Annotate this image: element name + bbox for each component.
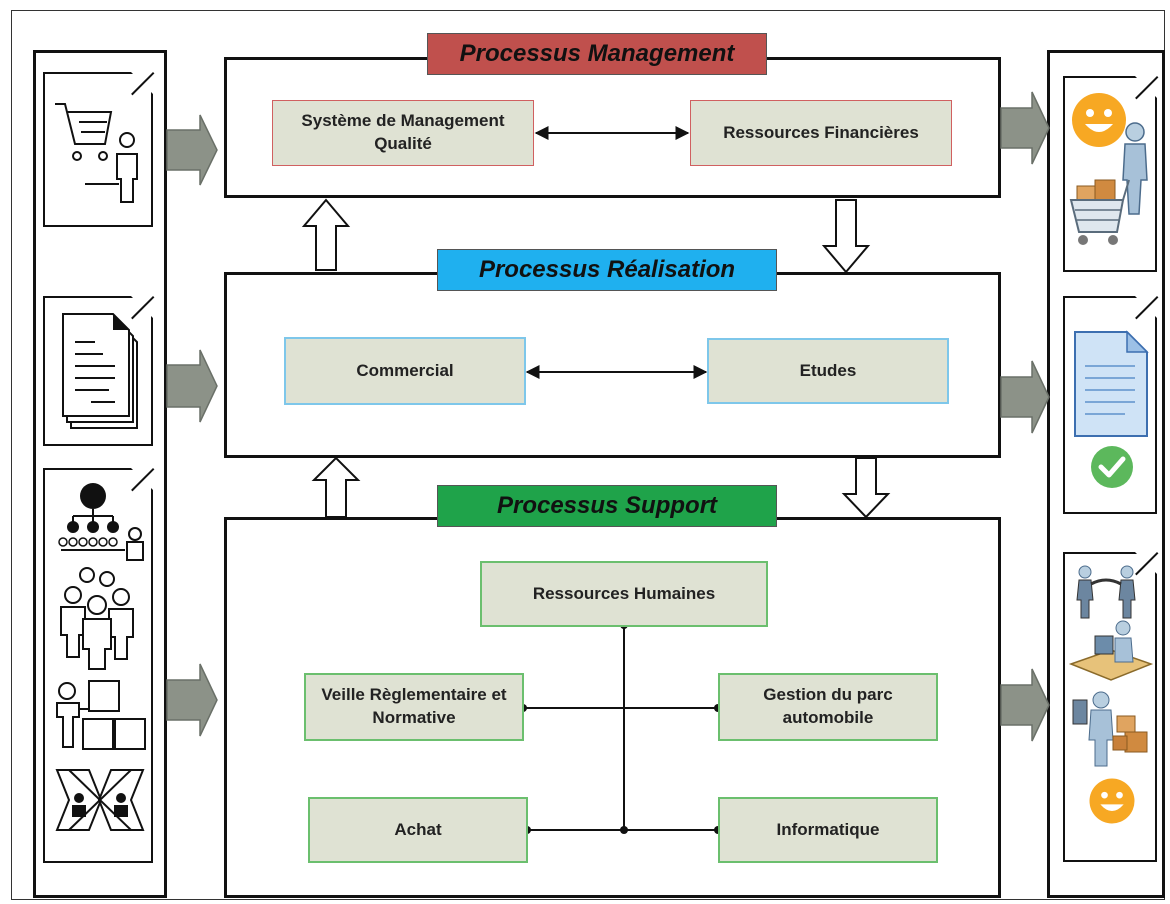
presentation-icon [56, 680, 146, 750]
document-icon [62, 313, 138, 429]
box-gestion-parc-automobile: Gestion du parc automobile [718, 673, 938, 741]
worker-at-desk-icon [1068, 620, 1154, 681]
smiley-icon [1072, 93, 1126, 147]
exchange-icon [55, 769, 145, 831]
box-systeme-management-qualite: Système de Management Qualité [272, 100, 534, 166]
support-connectors [523, 624, 718, 831]
box-ressources-financieres: Ressources Financières [690, 100, 952, 166]
realisation-process-title: Processus Réalisation [437, 249, 777, 291]
box-etudes: Etudes [707, 338, 949, 404]
box-achat: Achat [308, 797, 528, 863]
people-group-icon [60, 567, 134, 670]
shopping-cart-customer-icon [55, 103, 138, 203]
input-arrows [166, 114, 218, 737]
box-veille-reglementaire: Veille Règlementaire et Normative [304, 673, 524, 741]
output-card-approved-document [1063, 296, 1159, 514]
support-process-title: Processus Support [437, 485, 777, 527]
checkmark-icon [1091, 446, 1133, 488]
smiley-icon [1089, 778, 1135, 824]
customer-with-cart-icon [1069, 122, 1148, 245]
box-commercial: Commercial [284, 337, 526, 405]
input-card-resources [43, 468, 155, 863]
output-arrows [1000, 91, 1050, 742]
output-card-services [1063, 552, 1159, 862]
organization-hierarchy-icon [58, 483, 144, 561]
input-card-documents [43, 296, 155, 446]
box-informatique: Informatique [718, 797, 938, 863]
management-process-title: Processus Management [427, 33, 767, 75]
input-card-customers [43, 72, 155, 227]
vertical-flow-arrows [301, 198, 891, 519]
box-ressources-humaines: Ressources Humaines [480, 561, 768, 627]
handshake-icon [1076, 565, 1136, 619]
delivery-person-icon [1072, 691, 1148, 767]
approved-document-icon [1074, 330, 1149, 437]
output-card-satisfied-customer [1063, 76, 1159, 272]
